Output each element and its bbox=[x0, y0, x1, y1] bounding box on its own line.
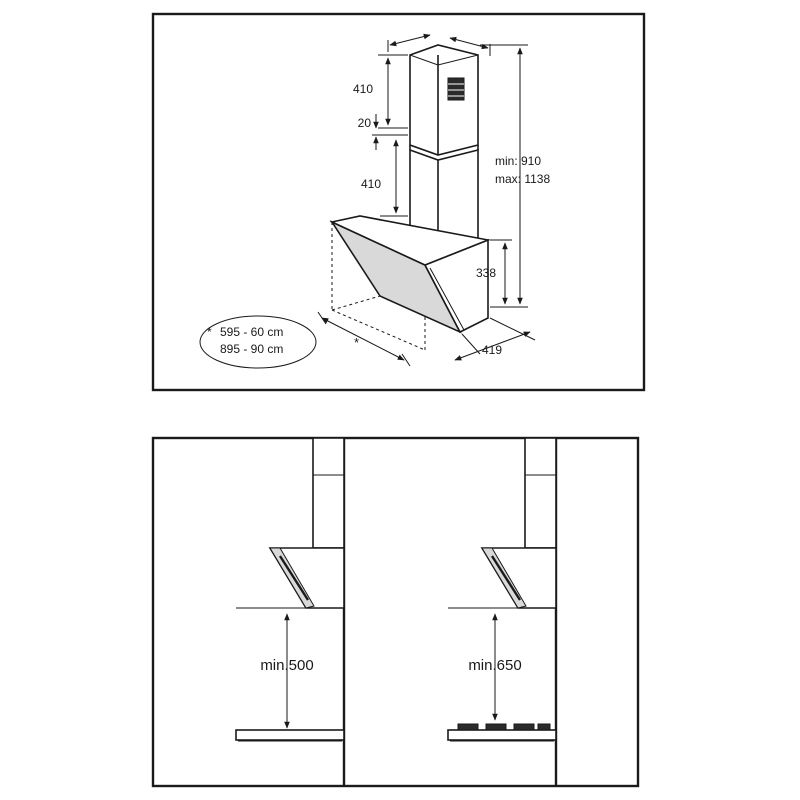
dim-338: 338 bbox=[476, 266, 496, 280]
dim-height-min: min: 910 bbox=[495, 154, 541, 168]
width-note-ellipse bbox=[199, 315, 317, 369]
dim-410-mid: 410 bbox=[361, 177, 381, 191]
width-note: * 595 - 60 cm 895 - 90 cm bbox=[199, 315, 317, 369]
gas-burners bbox=[457, 723, 551, 731]
gas-installation: min.650 bbox=[447, 437, 557, 742]
dim-width-asterisk: * bbox=[354, 335, 359, 350]
electric-hob bbox=[235, 729, 345, 741]
width-note-line-2: 895 - 90 cm bbox=[220, 342, 283, 356]
width-note-marker: * bbox=[207, 325, 212, 339]
dim-410-top: 410 bbox=[353, 82, 373, 96]
dim-lines bbox=[317, 33, 536, 367]
electric-installation: min.500 bbox=[235, 437, 345, 742]
dim-20: 20 bbox=[358, 116, 372, 130]
vent-grille bbox=[447, 77, 465, 101]
clearance-gas-label: min.650 bbox=[468, 657, 521, 674]
dim-419: 419 bbox=[482, 343, 502, 357]
chimney-right bbox=[524, 437, 557, 549]
width-note-line-1: 595 - 60 cm bbox=[220, 325, 283, 339]
clearance-panel-frame bbox=[151, 436, 640, 788]
chimney bbox=[409, 44, 479, 251]
gas-hob bbox=[447, 729, 557, 741]
clearance-electric-label: min.500 bbox=[260, 657, 313, 674]
dimension-panel-frame bbox=[151, 12, 646, 392]
chimney-left bbox=[312, 437, 345, 549]
hood-body bbox=[329, 215, 491, 334]
dimension-panel: 410 20 410 min: 910 max: 1138 338 419 * … bbox=[151, 12, 646, 392]
dim-height-max: max: 1138 bbox=[495, 172, 550, 186]
clearance-panel: min.500 min.650 bbox=[151, 436, 640, 788]
